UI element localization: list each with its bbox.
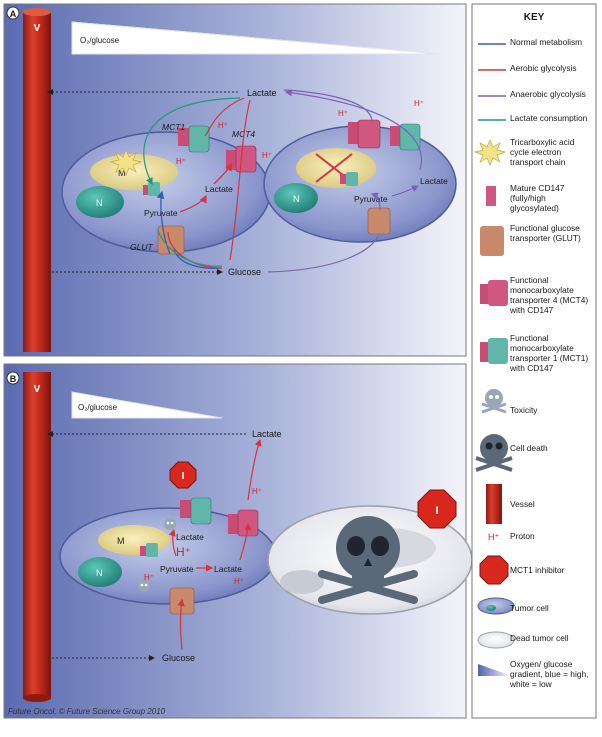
lactate-inner-a2: Lactate: [420, 176, 448, 186]
key-mct1-icon: [480, 338, 508, 364]
proton-a2: H⁺: [176, 157, 186, 166]
key-glut-icon: [480, 226, 504, 256]
key-label-normal: Normal metabolism: [510, 37, 583, 47]
proton-b3: H⁺: [252, 487, 262, 496]
gradient-label-b: O₂/glucose: [78, 403, 118, 412]
key-label-anaerobic: Anaerobic glycolysis: [510, 89, 586, 99]
n-label-b: N: [96, 568, 103, 578]
proton-a4: H⁺: [338, 109, 348, 118]
proton-big-b: H⁺: [176, 545, 191, 559]
gradient-label: O₂/glucose: [80, 36, 120, 45]
proton-b1: H⁺: [144, 573, 154, 582]
panel-a-label: A: [10, 9, 17, 19]
key-label-mct1: Functional monocarboxylate transporter 1…: [510, 333, 589, 373]
glucose-b: Glucose: [162, 653, 195, 663]
proton-a5: H⁺: [414, 99, 424, 108]
key-title: KEY: [524, 12, 545, 23]
glut-transporter-a: [157, 225, 185, 255]
key-label-gradient: Oxygen/ glucose gradient, blue = high, w…: [510, 659, 589, 689]
mct1-transporter-a: [178, 125, 210, 153]
key-panel: KEY H⁺: [471, 3, 597, 719]
m-label-b: M: [117, 536, 125, 546]
key-label-aerobic: Aerobic glycolysis: [510, 63, 577, 73]
key-tca-star-icon: [473, 139, 507, 166]
glut-label: GLUT: [130, 242, 153, 252]
lactate-top-b: Lactate: [252, 429, 282, 439]
key-inhibitor-icon: [479, 555, 509, 585]
key-label-glut: Functional glucose transporter (GLUT): [510, 223, 581, 243]
cell-death-skull-icon: [318, 516, 418, 604]
inhibitor-label-b1: I: [182, 471, 185, 482]
key-tumor-cell-icon: [477, 597, 515, 615]
key-label-cd147: Mature CD147 (fully/high glycosylated): [510, 183, 565, 213]
proton-a1: H⁺: [218, 121, 228, 130]
mct1-transporter-b: [180, 497, 212, 525]
toxicity-skull-icon-2: [138, 580, 150, 592]
proton-a3: H⁺: [262, 151, 272, 160]
key-label-cell-death: Cell death: [510, 443, 548, 453]
key-dead-cell-icon: [477, 631, 515, 649]
inhibitor-label-b2: I: [435, 505, 438, 517]
n-label-a2: N: [293, 194, 300, 204]
nucleus: [76, 186, 124, 218]
key-proton-symbol: H⁺: [488, 532, 499, 542]
lactate-inner-b: Lactate: [176, 532, 204, 542]
glucose-a: Glucose: [228, 267, 261, 277]
key-label-lactate: Lactate consumption: [510, 113, 588, 123]
panel-b: B O₂/glucose V Lactate Glucose M N Lacta…: [3, 363, 473, 719]
panel-a: A O₂/glucose V Lactate Glucose M N Pyruv…: [3, 3, 467, 357]
mct1-inhibitor-icon: I: [169, 461, 197, 489]
vessel-label: V: [34, 23, 41, 34]
key-cell-death-skull-icon: [475, 434, 513, 472]
panel-b-label: B: [10, 374, 17, 384]
vessel-b: V: [23, 372, 51, 702]
key-gradient-icon: [478, 664, 512, 676]
tumor-cell-left-b: M N Lactate Pyruvate Lactate H⁺ H⁺ H⁺: [59, 507, 277, 605]
pyruvate-a2: Pyruvate: [354, 194, 388, 204]
mct1-label: MCT1: [162, 122, 185, 132]
key-labels: Normal metabolism Aerobic glycolysis Ana…: [510, 37, 589, 689]
key-mct4-icon: [480, 280, 508, 306]
proton-b2: H⁺: [234, 577, 244, 586]
credit-text: Future Oncol. © Future Science Group 201…: [8, 707, 166, 716]
n-label-a: N: [96, 198, 103, 208]
gradient-wedge-b: [71, 391, 223, 419]
pyruvate-b: Pyruvate: [160, 564, 194, 574]
key-label-tumor-cell: Tumor cell: [510, 603, 549, 613]
m-label-a: M: [118, 168, 126, 178]
vessel-label-b: V: [34, 384, 41, 395]
mct4-transporter-a2: [348, 119, 381, 149]
key-label-tca: Tricarboxylic acid cycle electron transp…: [510, 137, 575, 167]
lactate-top-a: Lactate: [247, 88, 277, 98]
key-label-proton: Proton: [510, 531, 535, 541]
key-label-dead-cell: Dead tumor cell: [510, 633, 569, 643]
vessel-a: V: [23, 8, 51, 352]
key-label-mct4: Functional monocarboxylate transporter 4…: [510, 275, 589, 315]
mitochondrion: [90, 154, 178, 190]
key-toxicity-skull-icon: [481, 389, 507, 414]
mct1-inhibitor-icon-2: I: [417, 489, 457, 529]
key-label-inhibitor: MCT1 inhibitor: [510, 565, 565, 575]
lactate-inner2-b: Lactate: [214, 564, 242, 574]
key-label-toxicity: Toxicity: [510, 405, 538, 415]
key-vessel-icon: [486, 484, 502, 524]
key-label-vessel: Vessel: [510, 499, 535, 509]
tca-star-icon: [109, 149, 143, 176]
key-cd147-icon: [486, 186, 496, 206]
lactate-inner-a: Lactate: [205, 184, 233, 194]
toxicity-skull-icon: [164, 518, 176, 530]
